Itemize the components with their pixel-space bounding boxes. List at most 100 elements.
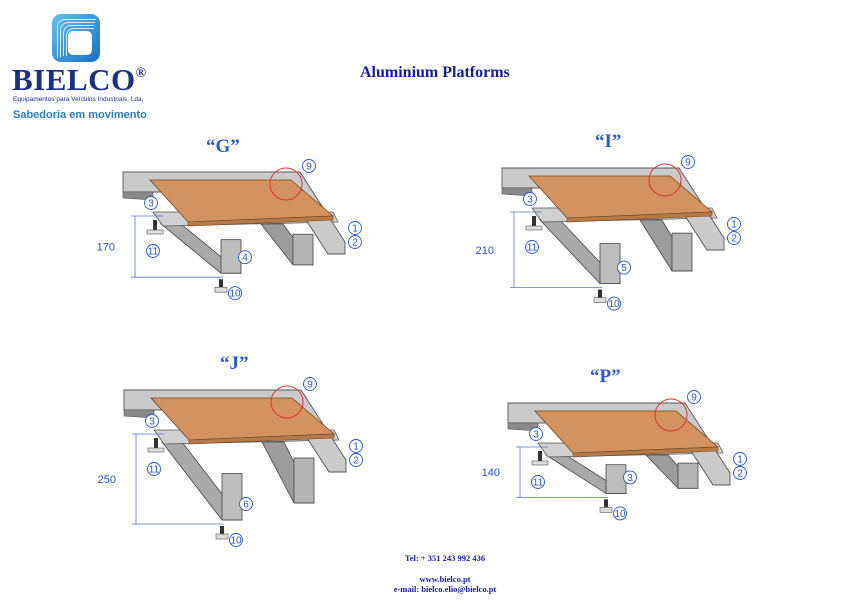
foot-bolt-nut [215,533,229,540]
footer-tel: Tel: + 351 243 992 436 [404,553,486,563]
floor-board-edge [188,433,335,445]
platform-diagram-1: 210 9 1 2 3 11 5 10 [476,155,741,311]
page-title: Aluminium Platforms [360,64,510,81]
foot-bolt-nut [214,286,228,293]
callout-corner [687,390,701,404]
callout-label-foot_bolt: 10 [614,509,626,520]
beam-left-end [599,243,621,285]
dimension-label: 140 [482,467,500,479]
callout-foot_bolt [229,533,243,547]
callout-bottom_rail [349,453,363,467]
callout-label-bolt: 11 [148,247,159,258]
bolt-icon [153,220,157,232]
bolt-icon [538,451,542,463]
callout-label-foot_bolt: 10 [230,536,242,547]
callout-top_rail [733,452,747,466]
beam-left-end [220,239,242,274]
platform-title-j: “J” [220,353,249,374]
slogan: Sabedoria em movimento [13,109,147,121]
floor-board-edge [187,215,334,227]
bolt-washer [531,460,549,466]
callout-beam [238,250,252,265]
callout-label-corner: 9 [691,393,697,404]
callout-corner [302,159,316,173]
callout-bottom_rail [733,466,747,480]
callout-corner [681,155,695,169]
callout-label-bottom_rail: 2 [731,234,737,245]
callout-label-top_rail: 1 [353,442,359,453]
callout-floor_clip [144,196,158,210]
bolt-washer [147,447,165,453]
beam-right-end [677,462,699,489]
platform-title-i: “I” [595,131,622,152]
callout-label-foot_bolt: 10 [608,299,620,310]
callout-foot_bolt [607,296,621,311]
callout-floor_clip [529,427,543,441]
callout-label-corner: 9 [685,158,691,169]
callout-label-floor_clip: 3 [148,199,154,210]
callout-label-corner: 9 [306,162,312,173]
foot-bolt-icon [598,289,602,300]
callout-label-top_rail: 1 [352,224,358,235]
foot-bolt-icon [220,526,224,536]
corner-highlight-circle [654,398,688,432]
callout-label-top_rail: 1 [731,220,737,231]
corner-highlight-circle [269,167,303,201]
callout-label-bolt: 11 [533,478,544,489]
callout-label-bottom_rail: 2 [352,238,358,249]
callout-corner [303,377,317,391]
callout-label-beam: 6 [243,500,249,511]
foot-bolt-icon [604,499,608,510]
foot-bolt-icon [219,279,223,290]
brand-subtitle: Equipamentos para Veículos Industriais, … [13,96,144,103]
bielco-logo-icon [52,14,100,62]
callout-label-bolt: 11 [149,465,160,476]
beam-left-end [221,473,243,521]
footer-email: e-mail: bielco.elio@bielco.pt [393,584,497,594]
callout-floor_clip [523,192,537,206]
callout-beam [617,260,631,275]
callout-bolt [531,475,545,489]
callout-label-floor_clip: 3 [149,417,155,428]
callout-top_rail [727,217,741,231]
beam-right-end [292,233,314,266]
floor-board-edge [572,446,719,458]
callout-label-beam: 3 [627,473,633,484]
floor-board-edge [566,211,713,223]
callout-bottom_rail [727,231,741,245]
callout-bolt [147,462,161,476]
callout-bottom_rail [348,235,362,249]
callout-top_rail [348,221,362,235]
bolt-icon [532,216,536,228]
beam-right-end [671,232,693,272]
callout-foot_bolt [613,506,627,521]
callout-top_rail [349,439,363,453]
dimension-label: 210 [476,245,494,257]
foot-bolt-nut [599,507,613,513]
platform-diagram-3: 140 9 1 2 3 11 3 10 [482,390,747,521]
bolt-icon [154,438,158,450]
corner-highlight-circle [270,385,304,419]
brand-name: BIELCO® [12,62,147,97]
callout-beam [239,497,253,511]
callout-bolt [146,244,160,258]
callout-label-corner: 9 [307,380,313,391]
foot-bolt-nut [593,297,607,303]
platform-title-p: “P” [590,366,621,387]
bolt-washer [146,229,164,235]
platform-title-g: “G” [206,136,240,157]
callout-label-bottom_rail: 2 [737,469,743,480]
beam-right-end [293,457,315,504]
callout-beam [623,470,637,485]
callout-label-beam: 4 [242,253,248,264]
callout-label-top_rail: 1 [737,455,743,466]
callout-label-floor_clip: 3 [527,195,533,206]
callout-label-beam: 5 [621,263,627,274]
callout-label-floor_clip: 3 [533,430,539,441]
callout-label-bottom_rail: 2 [353,456,359,467]
callout-floor_clip [145,414,159,428]
callout-label-bolt: 11 [527,243,538,254]
beam-left-end [605,464,627,494]
